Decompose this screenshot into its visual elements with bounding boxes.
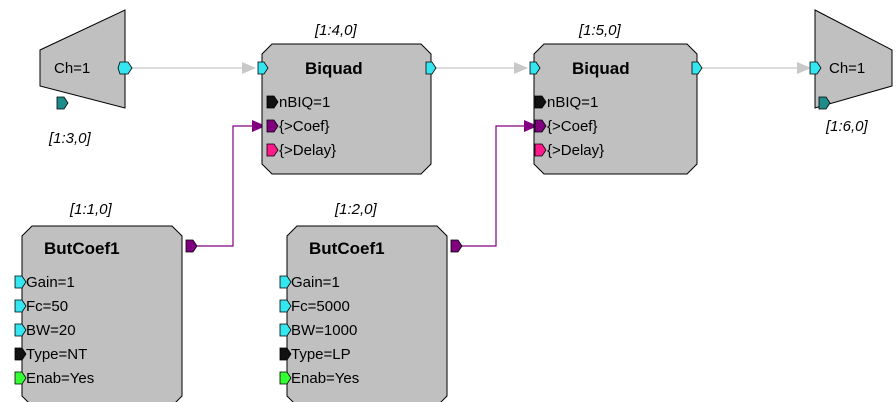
- butcoef-1-fc-port[interactable]: [14, 299, 27, 313]
- biquad-2-param-coef: {>Coef}: [547, 118, 597, 135]
- butcoef-2-index: [1:2,0]: [334, 201, 378, 218]
- butcoef-block-2[interactable]: [1:2,0] ButCoef1 Gain=1 Fc=5000 BW=1000 …: [279, 201, 463, 402]
- input-channel-out-port[interactable]: [117, 61, 133, 75]
- biquad-2-coef-port[interactable]: [534, 119, 547, 133]
- butcoef-1-param-bw: BW=20: [26, 322, 76, 339]
- butcoef-2-fc-port[interactable]: [279, 299, 292, 313]
- biquad-2-out-port[interactable]: [691, 61, 703, 75]
- butcoef-2-title: ButCoef1: [309, 239, 385, 258]
- biquad-1-title: Biquad: [305, 59, 363, 78]
- output-channel-block[interactable]: Ch=1 [1:6,0]: [809, 9, 893, 135]
- output-channel-index: [1:6,0]: [825, 118, 869, 135]
- butcoef-2-type-port[interactable]: [279, 347, 292, 361]
- butcoef-2-param-enab: Enab=Yes: [291, 370, 359, 387]
- input-channel-index: [1:3,0]: [48, 130, 92, 147]
- butcoef-1-param-gain: Gain=1: [26, 274, 75, 291]
- biquad-2-title: Biquad: [572, 59, 630, 78]
- wire-butcoef1-to-biquad1-coef: [197, 120, 266, 247]
- butcoef-1-index: [1:1,0]: [69, 201, 113, 218]
- butcoef-2-param-fc: Fc=5000: [291, 298, 350, 315]
- butcoef-block-1[interactable]: [1:1,0] ButCoef1 Gain=1 Fc=50 BW=20 Type…: [14, 201, 198, 402]
- input-channel-aux-port[interactable]: [56, 96, 69, 110]
- output-channel-aux-port[interactable]: [818, 96, 831, 110]
- input-channel-block[interactable]: Ch=1 [1:3,0]: [39, 9, 133, 147]
- butcoef-1-out-port[interactable]: [185, 239, 198, 253]
- biquad-1-coef-port[interactable]: [266, 119, 279, 133]
- biquad-1-param-coef: {>Coef}: [279, 118, 329, 135]
- biquad-2-param-delay: {>Delay}: [547, 142, 604, 159]
- input-channel-label: Ch=1: [54, 60, 90, 77]
- butcoef-1-param-fc: Fc=50: [26, 298, 68, 315]
- butcoef-1-type-port[interactable]: [14, 347, 27, 361]
- butcoef-1-bw-port[interactable]: [14, 323, 27, 337]
- wire-butcoef2-to-biquad2-coef: [462, 120, 538, 247]
- butcoef-2-param-gain: Gain=1: [291, 274, 340, 291]
- butcoef-2-out-port[interactable]: [450, 239, 463, 253]
- biquad-block-2[interactable]: [1:5,0] Biquad nBIQ=1 {>Coef} {>Delay}: [529, 22, 703, 175]
- butcoef-1-param-enab: Enab=Yes: [26, 370, 94, 387]
- biquad-2-index: [1:5,0]: [578, 22, 622, 39]
- butcoef-2-param-bw: BW=1000: [291, 322, 357, 339]
- butcoef-1-enab-port[interactable]: [14, 371, 27, 385]
- biquad-1-out-port[interactable]: [425, 61, 437, 75]
- butcoef-2-param-type: Type=LP: [291, 346, 351, 363]
- biquad-1-in-port[interactable]: [257, 61, 269, 75]
- biquad-1-index: [1:4,0]: [314, 22, 358, 39]
- output-channel-in-port[interactable]: [809, 61, 822, 75]
- biquad-block-1[interactable]: [1:4,0] Biquad nBIQ=1 {>Coef} {>Delay}: [257, 22, 437, 175]
- biquad-2-nbiq-port[interactable]: [534, 95, 547, 109]
- biquad-1-delay-port[interactable]: [266, 143, 279, 157]
- butcoef-1-gain-port[interactable]: [14, 275, 27, 289]
- biquad-2-delay-port[interactable]: [534, 143, 547, 157]
- butcoef-2-bw-port[interactable]: [279, 323, 292, 337]
- butcoef-1-title: ButCoef1: [44, 239, 120, 258]
- butcoef-2-enab-port[interactable]: [279, 371, 292, 385]
- biquad-2-in-port[interactable]: [529, 61, 541, 75]
- butcoef-1-param-type: Type=NT: [26, 346, 87, 363]
- biquad-2-param-nbiq: nBIQ=1: [547, 94, 598, 111]
- biquad-1-param-delay: {>Delay}: [279, 142, 336, 159]
- biquad-1-nbiq-port[interactable]: [266, 95, 279, 109]
- output-channel-label: Ch=1: [829, 60, 865, 77]
- butcoef-2-gain-port[interactable]: [279, 275, 292, 289]
- biquad-1-param-nbiq: nBIQ=1: [279, 94, 330, 111]
